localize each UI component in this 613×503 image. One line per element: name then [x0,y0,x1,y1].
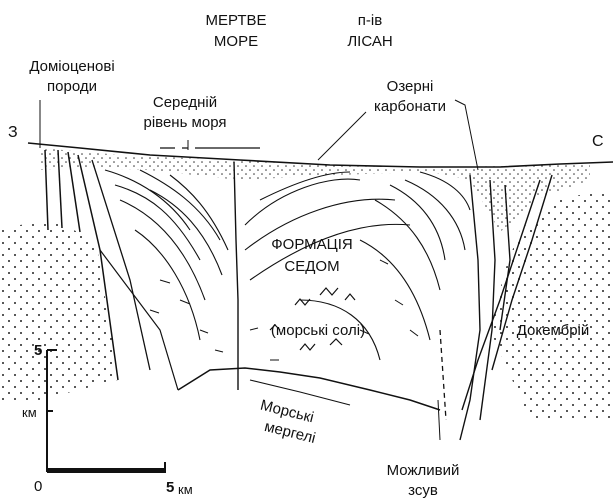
dead-sea-label-2: МОРЕ [214,33,258,50]
basin-floor [178,368,440,410]
lake-pointer-2 [318,112,366,160]
lake-pointer [455,100,478,170]
precambrian-label: Докембрій [517,322,590,339]
scale-horizontal-unit: км [178,481,193,498]
scale-vertical-unit: км [22,404,37,421]
scale-origin: 0 [34,478,42,495]
salts-label: (морські солі) [271,322,365,339]
central-fault [234,162,238,390]
sealevel-label-1: Середній [153,94,217,111]
fault-pointer [438,400,440,440]
dead-sea-label-1: МЕРТВЕ [205,12,266,29]
fault-label-2: зсув [408,482,438,499]
sedom-label-2: СЕДОМ [284,258,339,275]
lake-label-2: карбонати [374,98,446,115]
scale-vertical-top: 5 [34,342,42,359]
west-label: З [8,124,18,141]
sedom-folds-left [105,170,228,340]
lake-label-1: Озерні [387,78,434,95]
sedom-label-1: ФОРМАЦІЯ [271,236,353,253]
peninsula-label-1: п-ів [358,12,382,29]
sediment-dashes [150,260,418,360]
fault-label-1: Можливий [387,462,460,479]
domiocene-label-1: Доміоценові [29,58,114,75]
horizontal-scale-bar [47,462,165,473]
domiocene-label-2: породи [47,78,97,95]
east-label: С [592,133,604,150]
peninsula-label-2: ЛІСАН [347,33,392,50]
salt-squiggles [270,288,355,350]
scale-horizontal-end: 5 [166,479,174,496]
sealevel-label-2: рівень моря [143,114,226,131]
possible-fault-dashed [440,330,446,420]
